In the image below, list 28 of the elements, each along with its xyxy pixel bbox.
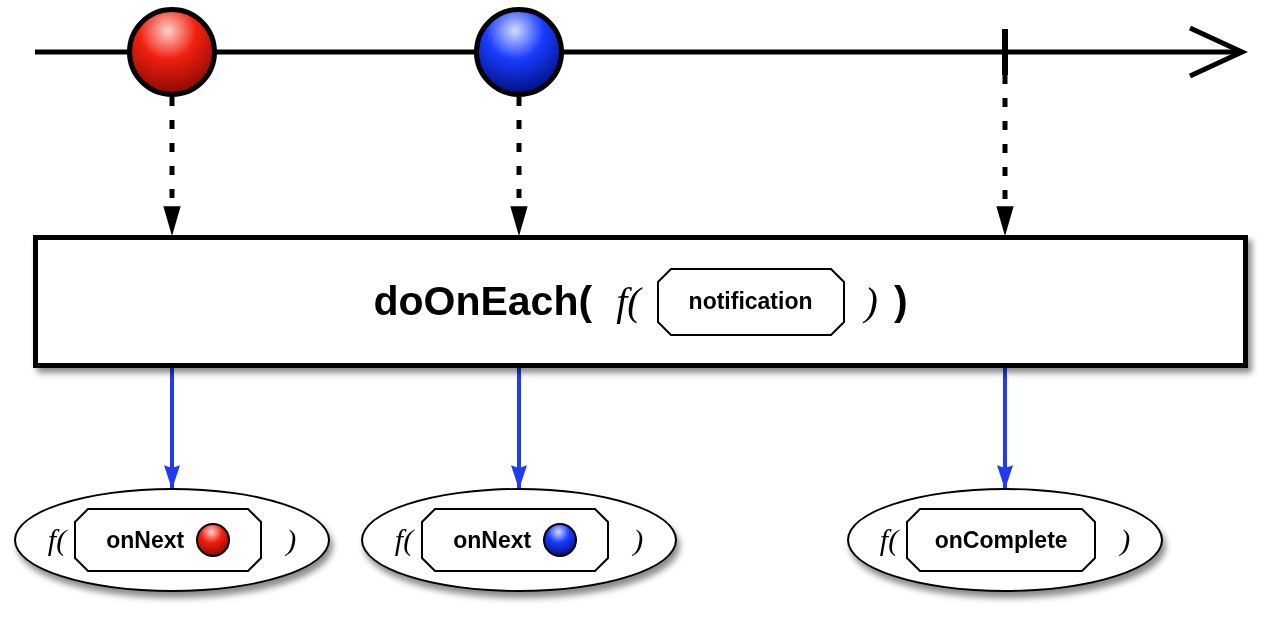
- function-symbol: f(: [879, 525, 899, 555]
- arrow: [164, 368, 180, 490]
- parameter-octagon: [421, 508, 610, 572]
- marble: [474, 7, 564, 97]
- parameter-label: onNext: [106, 525, 185, 555]
- arrow: [997, 368, 1013, 490]
- parenthesis: ): [1120, 525, 1131, 555]
- parenthesis: ): [633, 525, 644, 555]
- operator-box: [33, 235, 1248, 368]
- parameter-label: onComplete: [934, 525, 1068, 555]
- marble: [196, 523, 231, 557]
- arrow: [511, 368, 527, 490]
- parameter-octagon: [74, 508, 263, 572]
- function-symbol: f(: [616, 281, 641, 322]
- marble: [127, 7, 217, 97]
- function-symbol: f(: [394, 525, 414, 555]
- marble: [543, 523, 578, 557]
- dashed-arrow: [510, 97, 528, 237]
- function-symbol: f(: [47, 525, 67, 555]
- parameter-label: onNext: [453, 525, 532, 555]
- parenthesis: ): [864, 281, 878, 322]
- dashed-arrow: [996, 75, 1014, 237]
- parenthesis: ): [286, 525, 297, 555]
- operator-name: doOnEach(: [373, 281, 593, 322]
- dashed-arrow: [163, 97, 181, 237]
- parameter-label: notification: [688, 287, 813, 317]
- parenthesis: ): [893, 281, 908, 322]
- completion-tick: [1002, 29, 1008, 75]
